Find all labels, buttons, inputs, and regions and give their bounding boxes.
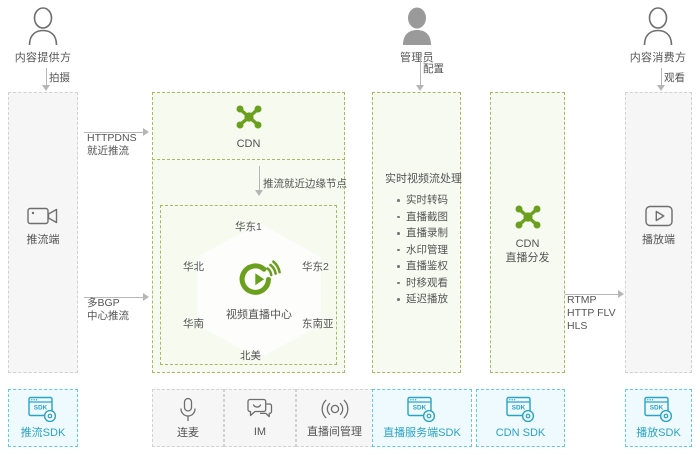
list-item: 直播截图 <box>397 209 448 226</box>
actor-label: 内容提供方 <box>14 52 72 64</box>
arrow-configure <box>416 60 424 91</box>
microphone-icon <box>180 397 196 421</box>
arrow-httpdns-label: HTTPDNS 就近推流 <box>87 132 137 158</box>
service-label: 连麦 <box>177 426 199 439</box>
arrow-bgp-label: 多BGP 中心推流 <box>87 297 129 323</box>
processing-title: 实时视频流处理 <box>385 173 462 185</box>
column-play-client <box>625 92 692 373</box>
live-center-label: 视频直播中心 <box>226 309 292 321</box>
actor-content-provider: 内容提供方 <box>0 4 103 65</box>
sdk-live-server[interactable]: SDK 直播服务端SDK <box>372 389 472 447</box>
protocol-hls: HLS <box>567 320 588 332</box>
sdk-label: 推流SDK <box>20 427 66 439</box>
svg-text:SDK: SDK <box>34 405 48 412</box>
person-outline-icon <box>598 4 700 46</box>
chat-bubble-icon <box>247 398 273 417</box>
person-filled-icon <box>357 4 477 46</box>
sdk-window-icon: SDK <box>407 396 436 423</box>
list-item: 时移观看 <box>397 275 448 292</box>
person-outline-icon <box>0 4 103 46</box>
sdk-label: 播放SDK <box>636 427 681 439</box>
arrow-capture-label: 拍摄 <box>49 72 70 84</box>
arrow-httpdns-line1: HTTPDNS <box>87 132 137 144</box>
node-label: CDN <box>236 137 261 150</box>
live-center-content: 视频直播中心 <box>197 223 321 359</box>
arrow-edge-node <box>255 166 263 196</box>
protocol-rtmp: RTMP <box>567 294 597 306</box>
processing-list: 实时转码 直播截图 直播录制 水印管理 直播鉴权 时移观看 延迟播放 <box>397 192 448 308</box>
sdk-label: CDN SDK <box>495 427 546 439</box>
box-cdn-ingest <box>152 92 345 160</box>
arrow-httpdns <box>84 128 149 136</box>
arrow-bgp-line1: 多BGP <box>87 297 120 309</box>
sdk-play[interactable]: SDK 播放SDK <box>625 389 692 447</box>
service-label: 直播间管理 <box>307 425 362 438</box>
region-label-right-upper: 华东2 <box>302 261 329 273</box>
sdk-label: 直播服务端SDK <box>383 427 461 439</box>
service-im[interactable]: IM <box>224 389 296 447</box>
service-label: IM <box>253 425 267 438</box>
service-room-manage[interactable]: 直播间管理 <box>296 389 373 447</box>
arrow-httpdns-line2: 就近推流 <box>87 145 129 157</box>
list-item: 水印管理 <box>397 242 448 259</box>
sdk-window-icon: SDK <box>505 396 534 423</box>
list-item: 延迟播放 <box>397 291 448 308</box>
list-item: 直播鉴权 <box>397 258 448 275</box>
broadcast-waves-icon <box>321 399 348 418</box>
play-button-icon <box>644 205 673 226</box>
region-label-right-lower: 东南亚 <box>302 318 334 330</box>
arrow-playback-label: RTMP HTTP FLV HLS <box>567 294 616 333</box>
list-item: 直播录制 <box>397 225 448 242</box>
sdk-window-icon: SDK <box>643 396 672 423</box>
actor-label: 管理员 <box>400 52 434 64</box>
region-label-left-lower: 华南 <box>183 318 204 330</box>
protocol-http-flv: HTTP FLV <box>567 307 616 319</box>
arrow-playback-protocols <box>565 290 624 298</box>
column-processing <box>372 92 461 373</box>
cdn-network-icon <box>236 105 261 128</box>
arrow-bgp-line2: 中心推流 <box>87 310 129 322</box>
region-label-top: 华东1 <box>235 221 262 233</box>
column-push-client <box>8 92 78 373</box>
node-cdn-ingest: CDN <box>152 92 345 160</box>
node-cdn-distribute: CDN 直播分发 <box>490 198 565 268</box>
arrow-watch-label: 观看 <box>664 72 685 84</box>
sdk-window-icon: SDK <box>28 396 57 423</box>
arrow-capture <box>42 68 50 91</box>
svg-text:SDK: SDK <box>649 405 663 412</box>
sdk-cdn[interactable]: SDK CDN SDK <box>476 389 565 447</box>
arrow-configure-label: 配置 <box>423 63 444 75</box>
node-label: 播放端 <box>642 233 675 246</box>
arrow-edge-node-label: 推流就近边缘节点 <box>263 178 347 190</box>
column-cdn-distribute <box>490 92 565 373</box>
node-label-line1: CDN <box>515 237 540 250</box>
node-push-client: 推流端 <box>8 190 78 260</box>
sdk-push[interactable]: SDK 推流SDK <box>8 389 78 447</box>
node-play-client: 播放端 <box>625 190 692 260</box>
svg-text:SDK: SDK <box>413 405 427 412</box>
node-label: 推流端 <box>26 233 60 246</box>
node-label-line2: 直播分发 <box>505 251 550 264</box>
cdn-network-icon <box>515 205 540 228</box>
arrow-watch <box>657 68 665 91</box>
service-lianmai[interactable]: 连麦 <box>152 389 224 447</box>
list-item: 实时转码 <box>397 192 448 209</box>
arrow-bgp <box>84 293 149 301</box>
actor-label: 内容消费方 <box>629 52 687 64</box>
actor-administrator: 管理员 <box>357 4 477 65</box>
actor-content-consumer: 内容消费方 <box>598 4 700 65</box>
live-broadcast-icon <box>239 260 281 295</box>
region-label-bottom: 北美 <box>240 350 261 362</box>
svg-text:SDK: SDK <box>511 405 525 412</box>
region-label-left-upper: 华北 <box>183 261 204 273</box>
video-camera-icon <box>27 207 58 224</box>
